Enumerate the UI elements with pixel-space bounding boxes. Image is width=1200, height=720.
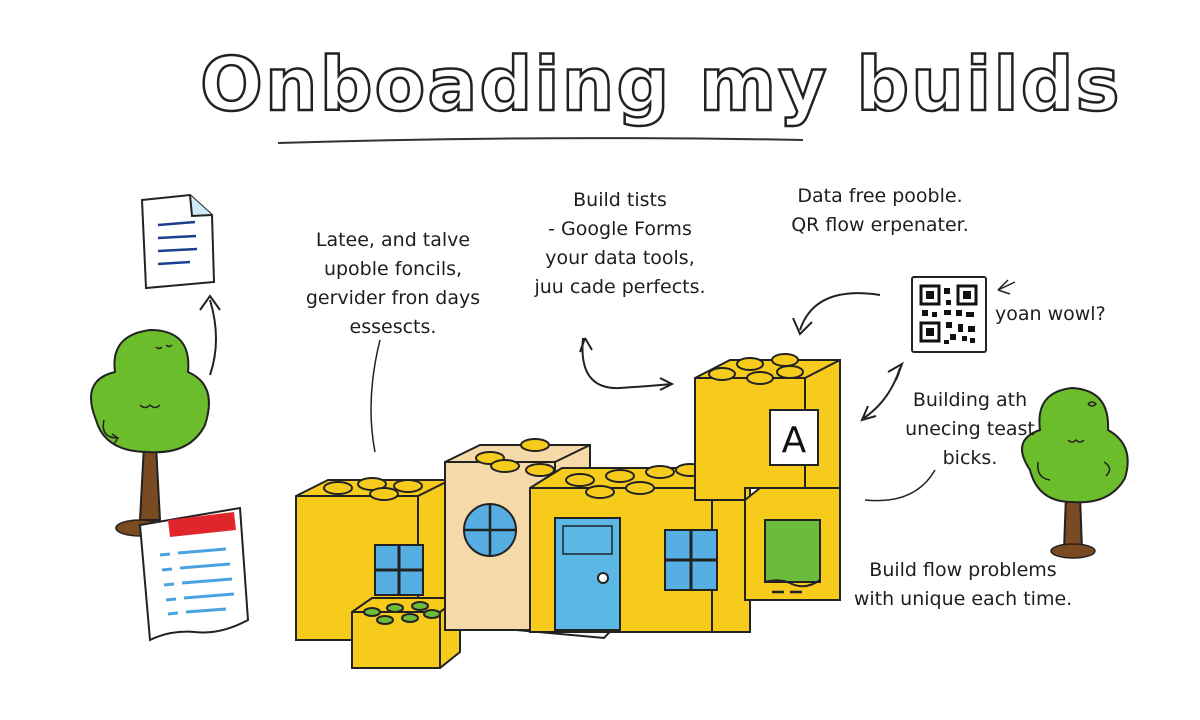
qr-code-icon [911,276,987,353]
bottom-right-note-line: Build flow problems [869,559,1057,581]
top-right-note: Data free pooble. QR flow erpenater. [780,182,980,240]
arrow-to-blocks [792,292,881,336]
top-right-note-line: QR flow erpenater. [791,214,969,236]
qr-label: yoan wowl? [995,303,1106,325]
arrow-up-to-document [199,294,221,376]
page-title: Onboading my builds [199,41,1122,130]
mid-right-note: Building ath unecing teast bicks. [900,386,1040,473]
tree-icon-left [90,328,210,537]
left-note-line: Latee, and talve [315,229,471,251]
qr-label-arrow [997,279,1016,295]
arrow-to-qr [860,361,904,422]
mid-right-note-line: Building ath [912,389,1028,411]
center-note-line: - Google Forms [548,218,692,240]
tree-icon-right [1021,386,1129,559]
pointer-bottom-right-note [864,469,936,502]
center-note-line: your data tools, [545,247,695,269]
left-note-line: gervider fron days [305,287,481,309]
arrow-center-note [579,337,675,391]
bottom-right-note-line: with unique each time. [853,588,1073,610]
title-underline [277,137,804,144]
left-note-line: essescts. [349,316,437,338]
left-note: Latee, and talve upoble foncils, gervide… [298,226,488,342]
building-blocks-illustration [295,353,841,669]
left-note-line: upoble foncils, [323,258,463,280]
block-letter-label: A [782,420,807,461]
mid-right-note-line: bicks. [942,447,998,469]
pointer-left-note [370,339,381,453]
mid-right-note-line: unecing teast [905,418,1035,440]
document-icon [140,193,216,290]
center-note-line: juu cade perfects. [534,276,706,298]
top-right-note-line: Data free pooble. [797,185,963,207]
center-note-line: Build tists [573,189,667,211]
center-note: Build tists - Google Forms your data too… [520,186,720,302]
checklist-icon [138,506,250,642]
bottom-right-note: Build flow problems with unique each tim… [848,556,1078,614]
